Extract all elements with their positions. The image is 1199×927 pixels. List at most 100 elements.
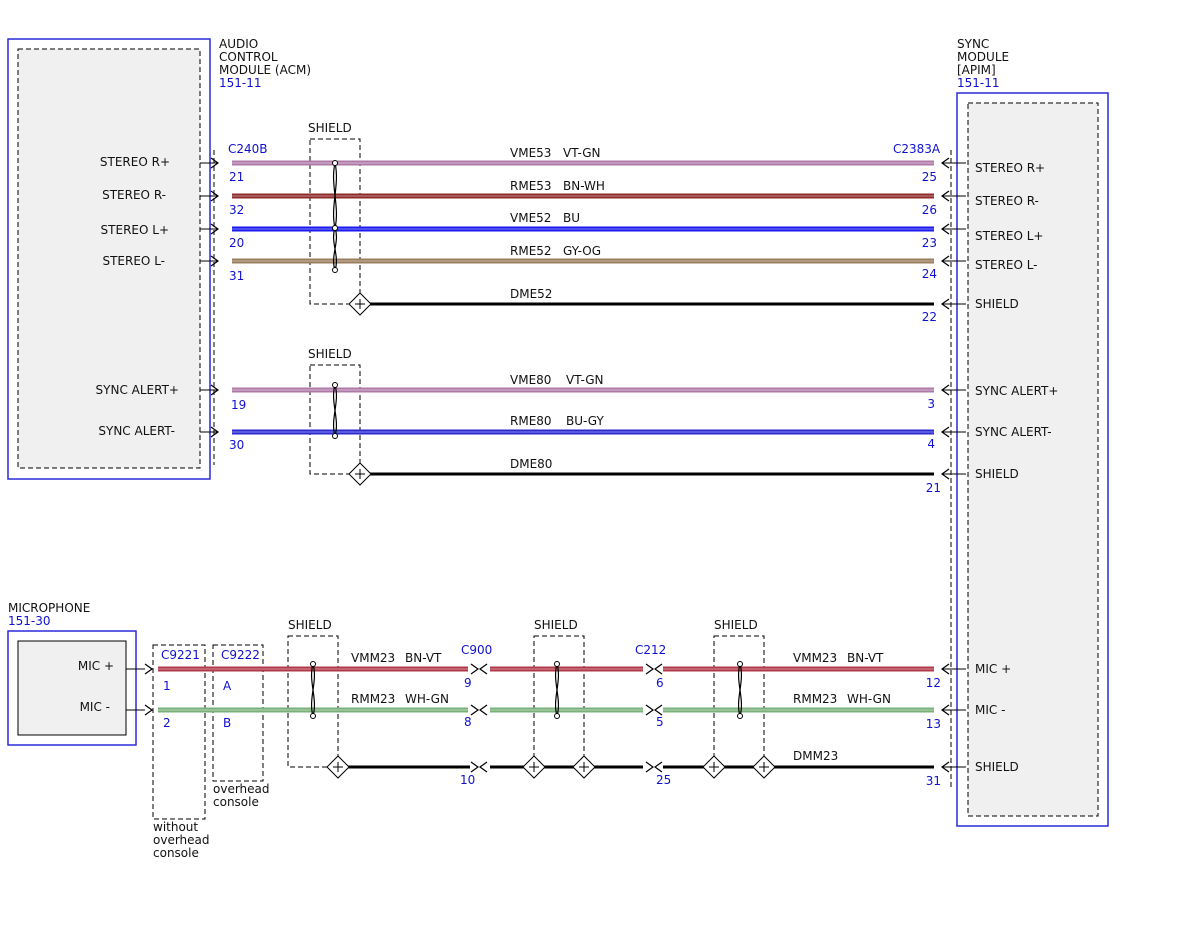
sync-title-line1: SYNC bbox=[957, 37, 989, 51]
sync-pin-label: STEREO R+ bbox=[975, 161, 1045, 175]
acm-pins: STEREO R+ 21 STEREO R- 32 STEREO L+ 20 S… bbox=[96, 155, 247, 452]
note-without-line3: console bbox=[153, 846, 199, 860]
c9221-pin: 2 bbox=[163, 716, 171, 730]
c900-pin: 8 bbox=[464, 715, 472, 729]
sync-pin-number: 21 bbox=[926, 481, 941, 495]
sync-pin-number: 23 bbox=[922, 236, 937, 250]
wire-color: GY-OG bbox=[563, 244, 601, 258]
c212-arrow bbox=[653, 761, 663, 773]
sync-module-body bbox=[967, 102, 1099, 817]
acm-pin-label: STEREO L- bbox=[102, 254, 165, 268]
connector-c900: C900 bbox=[461, 643, 492, 657]
acm-module-body bbox=[17, 48, 201, 469]
c900-arrow bbox=[470, 704, 480, 716]
sync-pin-label: SHIELD bbox=[975, 760, 1019, 774]
acm-title-line2: CONTROL bbox=[219, 50, 278, 64]
shield-label: SHIELD bbox=[288, 618, 332, 632]
wire-circuit: DMM23 bbox=[793, 749, 838, 763]
wire-circuit: VMM23 bbox=[793, 651, 837, 665]
c900-arrow bbox=[470, 663, 480, 675]
c9221-pin: 1 bbox=[163, 679, 171, 693]
sync-pin-label: MIC - bbox=[975, 703, 1005, 717]
c900-arrow bbox=[478, 704, 488, 716]
connector-c240b: C240B bbox=[228, 142, 268, 156]
sync-pin-label: SHIELD bbox=[975, 297, 1019, 311]
mic-pin-label: MIC + bbox=[78, 659, 114, 673]
wire-circuit: VMM23 bbox=[351, 651, 395, 665]
acm-pin-number: 32 bbox=[229, 203, 244, 217]
wire-circuit: RMM23 bbox=[793, 692, 837, 706]
acm-arrow bbox=[210, 426, 220, 438]
acm-title-line3: MODULE (ACM) bbox=[219, 63, 311, 77]
mic-pin-label: MIC - bbox=[80, 700, 110, 714]
mic-pins: MIC + MIC - 1 2 A B 9 8 10 6 5 25 bbox=[78, 659, 671, 787]
acm-ref: 151-11 bbox=[219, 76, 262, 90]
wire-circuit: VME80 bbox=[510, 373, 551, 387]
twist-marker-end bbox=[332, 382, 338, 388]
wire-circuit: VME53 bbox=[510, 146, 551, 160]
c900-arrow bbox=[478, 761, 488, 773]
twist-marker-end bbox=[737, 713, 743, 719]
wire-color: WH-GN bbox=[847, 692, 891, 706]
sync-pin-label: STEREO L+ bbox=[975, 229, 1043, 243]
shield-label: SHIELD bbox=[308, 121, 352, 135]
connector-c9221: C9221 bbox=[161, 648, 200, 662]
sync-title-line2: MODULE bbox=[957, 50, 1009, 64]
acm-pin-number: 19 bbox=[231, 398, 246, 412]
sync-pin-number: 24 bbox=[922, 267, 937, 281]
twist-marker-end bbox=[332, 433, 338, 439]
wire-circuit: DME80 bbox=[510, 457, 552, 471]
twist-marker-end bbox=[310, 661, 316, 667]
note-overhead-line1: overhead bbox=[213, 782, 270, 796]
wire-labels: VME53 VT-GN RME53 BN-WH VME52 BU RME52 G… bbox=[510, 146, 605, 471]
sync-title-line3: [APIM] bbox=[957, 63, 996, 77]
twist-marker-end bbox=[554, 661, 560, 667]
acm-arrow bbox=[210, 384, 220, 396]
wire-circuit: VME52 bbox=[510, 211, 551, 225]
sync-pin-label: MIC + bbox=[975, 662, 1011, 676]
twist-marker bbox=[310, 663, 316, 717]
wire-color: VT-GN bbox=[563, 146, 600, 160]
acm-arrow bbox=[210, 255, 220, 267]
shield-group-mic-3: SHIELD bbox=[713, 618, 765, 768]
acm-pin-label: STEREO R+ bbox=[100, 155, 170, 169]
connector-c9222: C9222 bbox=[221, 648, 260, 662]
twist-marker bbox=[554, 663, 560, 717]
c900-arrow bbox=[470, 761, 480, 773]
acm-arrow bbox=[210, 157, 220, 169]
twist-marker bbox=[332, 227, 338, 271]
wire-circuit: RME53 bbox=[510, 179, 552, 193]
shield-group-mic-2: SHIELD bbox=[533, 618, 585, 768]
wire-color: BU bbox=[563, 211, 580, 225]
acm-pin-label: SYNC ALERT- bbox=[98, 424, 175, 438]
sync-pin-label: STEREO L- bbox=[975, 258, 1038, 272]
twist-marker-end bbox=[554, 713, 560, 719]
sync-pin-number: 31 bbox=[926, 774, 941, 788]
note-overhead-line2: console bbox=[213, 795, 259, 809]
twist-marker bbox=[332, 162, 338, 229]
wire-circuit: DME52 bbox=[510, 287, 552, 301]
twist-marker-end bbox=[332, 225, 338, 231]
note-without-line2: overhead bbox=[153, 833, 210, 847]
sync-pins: STEREO R+ 25 STEREO R- 26 STEREO L+ 23 S… bbox=[922, 161, 1059, 788]
acm-title-line1: AUDIO bbox=[219, 37, 258, 51]
sync-pin-number: 13 bbox=[926, 717, 941, 731]
c9221-outline bbox=[152, 644, 206, 820]
twist-marker-end bbox=[332, 160, 338, 166]
acm-arrow bbox=[210, 223, 220, 235]
wire-color: BN-WH bbox=[563, 179, 605, 193]
acm-pin-label: SYNC ALERT+ bbox=[96, 383, 179, 397]
twist-marker bbox=[332, 384, 338, 437]
acm-pin-number: 31 bbox=[229, 269, 244, 283]
acm-pin-number: 20 bbox=[229, 236, 244, 250]
twist-marker bbox=[737, 663, 743, 717]
note-without-line1: without bbox=[153, 820, 198, 834]
mic-wire-labels: VMM23 BN-VT RMM23 WH-GN VMM23 BN-VT RMM2… bbox=[351, 651, 891, 763]
sync-pin-number: 25 bbox=[922, 170, 937, 184]
sync-pin-number: 22 bbox=[922, 310, 937, 324]
c212-arrow bbox=[645, 704, 655, 716]
shield-group-alert: SHIELD bbox=[308, 347, 361, 475]
twist-marker-end bbox=[310, 713, 316, 719]
mic-module-body bbox=[17, 640, 127, 736]
wire-color: WH-GN bbox=[405, 692, 449, 706]
